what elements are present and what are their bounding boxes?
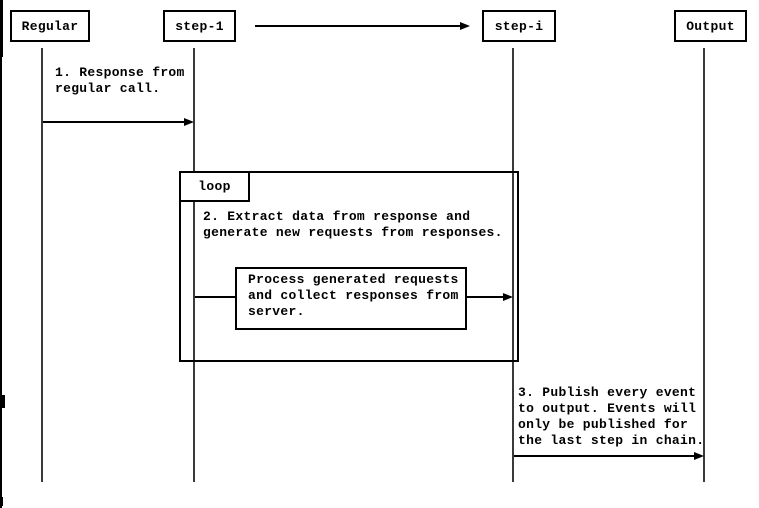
chain-continuation-arrow [255, 22, 470, 30]
process-box: Process generated requests and collect r… [235, 267, 467, 330]
actor-label-step-i: step-i [494, 18, 544, 34]
message-3-label: 3. Publish every event to output. Events… [518, 385, 705, 448]
lifeline-output [703, 48, 705, 482]
actor-box-regular: Regular [10, 10, 90, 42]
actor-box-step-i: step-i [482, 10, 556, 42]
left-edge-mark-bottom [0, 497, 3, 506]
message-2-label: 2. Extract data from response and genera… [203, 209, 503, 240]
lifeline-step-i [512, 48, 514, 482]
process-connector-left [195, 296, 235, 298]
lifeline-step-1 [193, 48, 195, 482]
left-edge-line [0, 0, 2, 508]
actor-label-output: Output [686, 18, 735, 34]
actor-box-step-1: step-1 [163, 10, 236, 42]
actor-label-step-1: step-1 [175, 18, 224, 34]
process-arrow-to-step-i [467, 293, 513, 301]
actor-box-output: Output [674, 10, 747, 42]
message-1-label: 1. Response from regular call. [55, 65, 185, 96]
left-edge-mark [0, 395, 5, 408]
actor-label-regular: Regular [21, 18, 79, 34]
lifeline-regular [41, 48, 43, 482]
left-edge-bar-top [0, 0, 3, 57]
message-1-arrow [43, 118, 194, 126]
loop-operator-tab: loop [179, 171, 250, 202]
loop-fragment [179, 171, 519, 362]
loop-label: loop [198, 179, 231, 194]
message-3-arrow [514, 452, 704, 460]
